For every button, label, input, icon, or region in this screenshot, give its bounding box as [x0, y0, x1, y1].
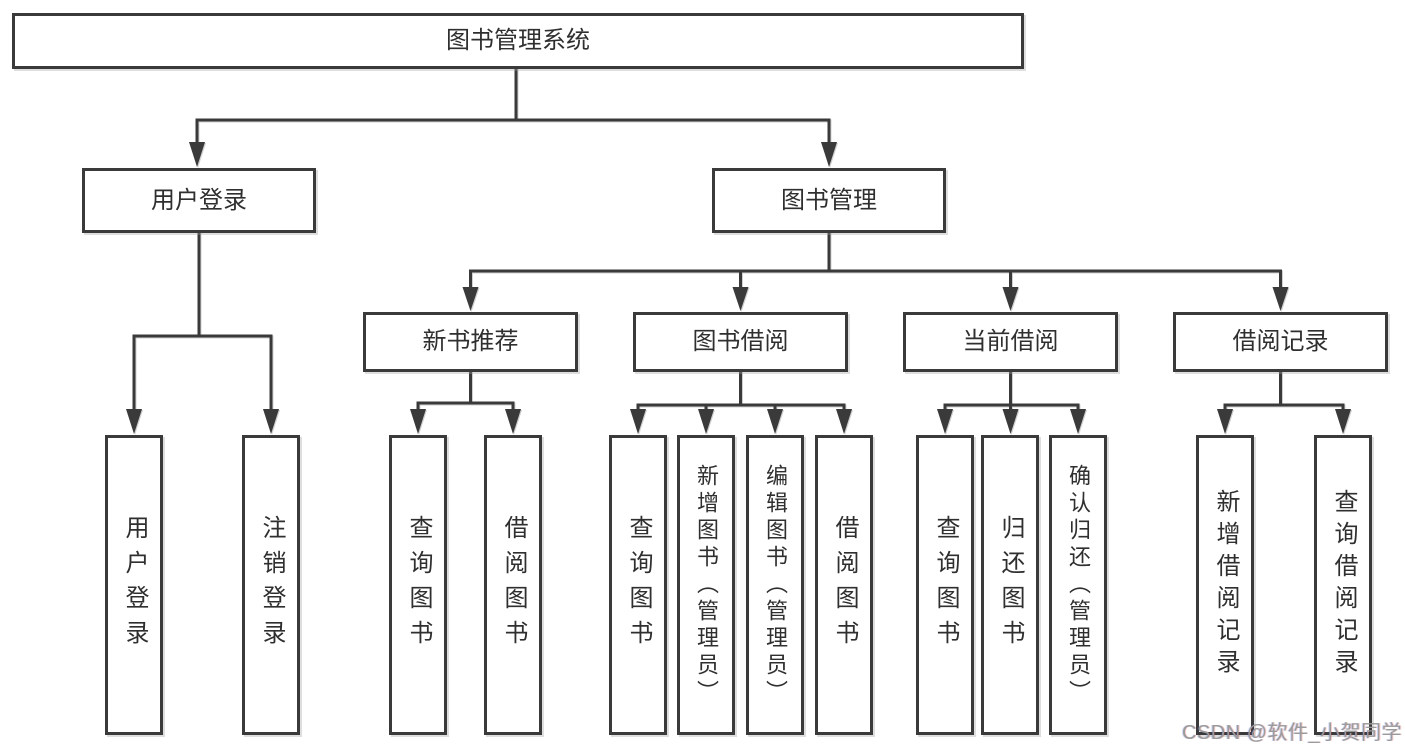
leaf-nb-borrow-book: 借阅图书: [484, 435, 542, 735]
leaf-nb-query-book: 查询图书: [389, 435, 447, 735]
leaf-bb-borrow-book: 借阅图书: [815, 435, 873, 735]
node-root-system: 图书管理系统: [12, 13, 1024, 69]
leaf-bb-query-book: 查询图书: [609, 435, 667, 735]
leaf-user-login: 用户登录: [105, 435, 163, 735]
node-borrow-records: 借阅记录: [1173, 312, 1388, 372]
leaf-bb-add-book-admin: 新增图书（管理员）: [677, 435, 735, 735]
csdn-watermark: CSDN @软件_小贺同学: [1182, 722, 1403, 744]
node-user-login: 用户登录: [82, 168, 316, 233]
arrowheads: [126, 142, 1351, 434]
leaf-cb-query-book: 查询图书: [916, 435, 974, 735]
node-new-book-recommend: 新书推荐: [363, 312, 578, 372]
node-book-management: 图书管理: [712, 168, 946, 233]
leaf-cb-return-book: 归还图书: [981, 435, 1039, 735]
leaf-bb-edit-book-admin: 编辑图书（管理员）: [746, 435, 804, 735]
leaf-br-query-record: 查询借阅记录: [1314, 435, 1372, 735]
leaf-cb-confirm-return-admin: 确认归还（管理员）: [1049, 435, 1107, 735]
node-book-borrow: 图书借阅: [633, 312, 848, 372]
leaf-br-add-record: 新增借阅记录: [1196, 435, 1254, 735]
node-current-borrow: 当前借阅: [903, 312, 1118, 372]
leaf-logout: 注销登录: [242, 435, 300, 735]
